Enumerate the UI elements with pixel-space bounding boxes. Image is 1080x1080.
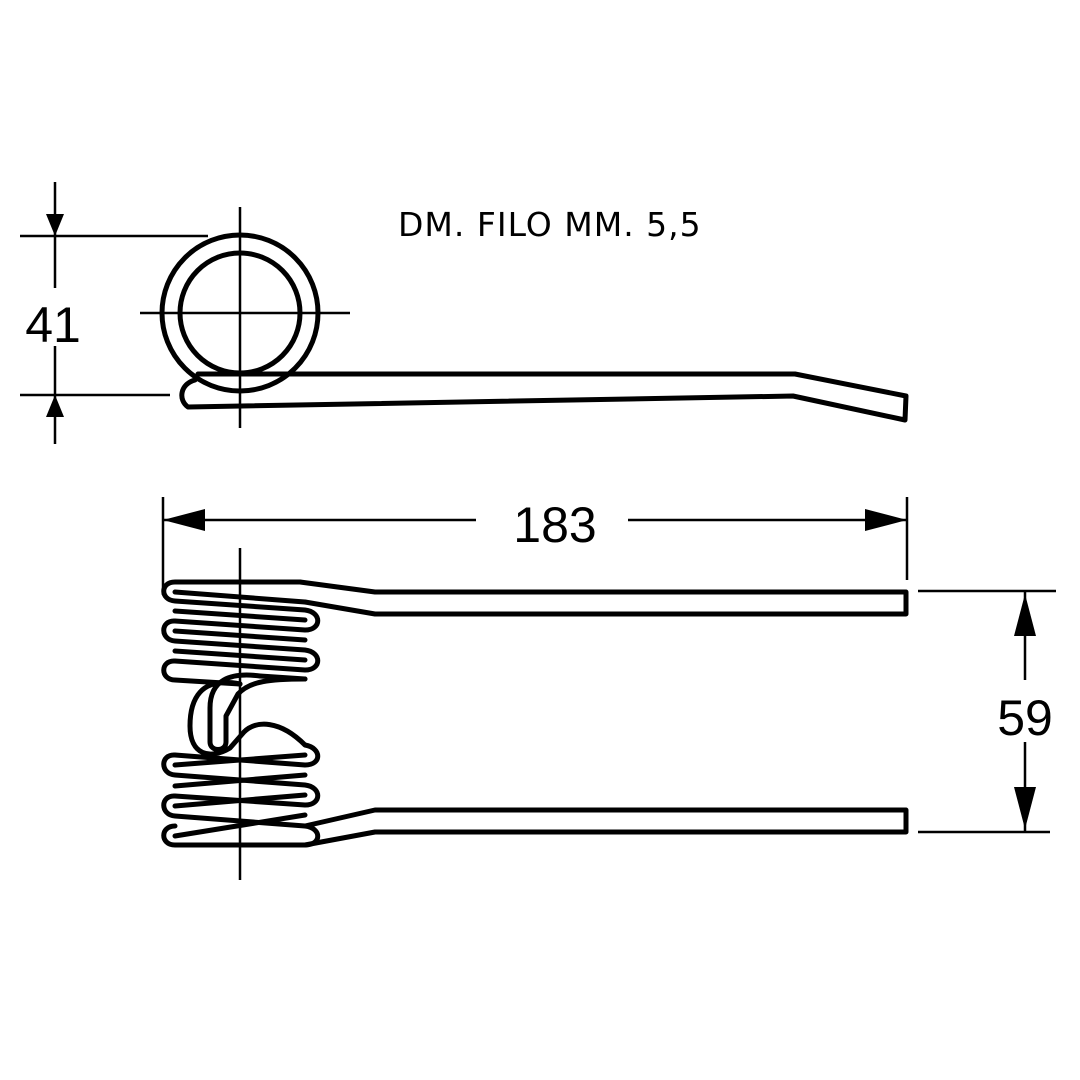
side-view (140, 207, 909, 428)
dimension-tine-spacing: 59 (918, 589, 1064, 834)
dimension-coil-height: 41 (20, 182, 208, 444)
tine-spacing-label: 59 (997, 690, 1053, 746)
coil-height-label: 41 (25, 297, 81, 353)
wire-diameter-note: DM. FILO MM. 5,5 (398, 205, 702, 244)
tine-arm (179, 371, 909, 423)
lower-tine (302, 807, 909, 848)
dimension-length: 183 (161, 497, 909, 595)
upper-tine (297, 579, 909, 617)
length-label: 183 (513, 497, 596, 553)
front-view (161, 548, 909, 880)
center-loop (187, 672, 308, 757)
